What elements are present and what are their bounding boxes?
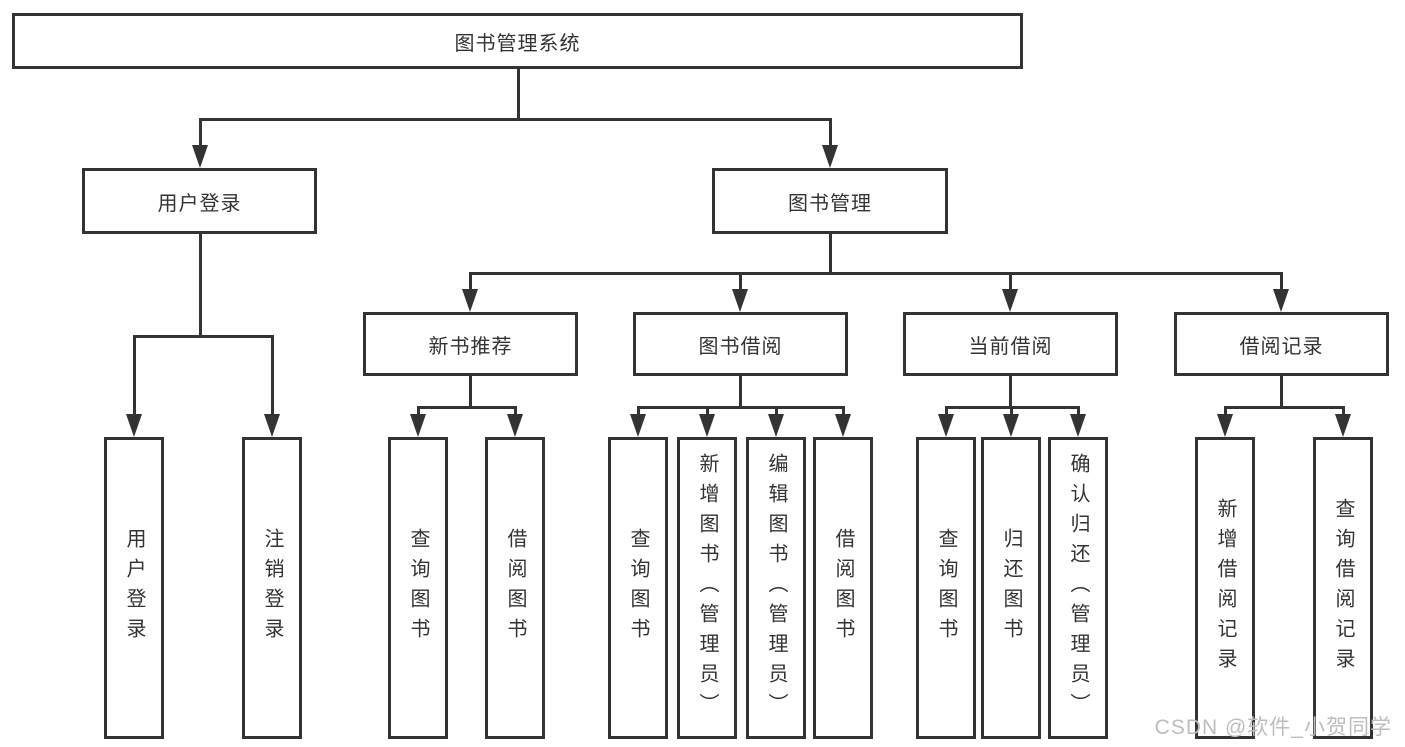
arrow-down-icon <box>192 145 208 168</box>
connector-hline <box>199 118 832 121</box>
connector-arrow-stem <box>829 118 832 150</box>
leaf-query-borrow-record-label: 查询借阅记录 <box>1332 498 1354 678</box>
node-new-book-recommend-label: 新书推荐 <box>428 335 513 358</box>
connector-arrow-stem <box>1077 406 1080 419</box>
leaf-logout: 注销登录 <box>242 437 302 739</box>
leaf-add-borrow-record-label: 新增借阅记录 <box>1214 498 1236 678</box>
arrow-down-icon <box>835 414 851 437</box>
leaf-return-books: 归还图书 <box>981 437 1041 739</box>
arrow-down-icon <box>507 414 523 437</box>
connector-arrow-stem <box>706 406 709 419</box>
leaf-query-books-1-label: 查询图书 <box>407 528 429 648</box>
connector-hline <box>1224 406 1345 409</box>
arrow-down-icon <box>1273 289 1289 312</box>
arrow-down-icon <box>264 414 280 437</box>
connector-arrow-stem <box>199 118 202 150</box>
node-book-management-label: 图书管理 <box>788 192 872 215</box>
node-borrow-records-label: 借阅记录 <box>1239 335 1324 358</box>
connector-arrow-stem <box>133 335 136 419</box>
connector-arrow-stem <box>1009 272 1012 294</box>
connector-arrow-stem <box>775 406 778 419</box>
connector-vline <box>1280 374 1283 409</box>
arrow-down-icon <box>732 289 748 312</box>
leaf-query-books-3: 查询图书 <box>916 437 976 739</box>
connector-arrow-stem <box>842 406 845 419</box>
connector-vline <box>829 232 832 275</box>
node-root-label: 图书管理系统 <box>454 32 581 55</box>
node-book-management: 图书管理 <box>712 168 948 234</box>
arrow-down-icon <box>699 414 715 437</box>
connector-arrow-stem <box>1342 406 1345 419</box>
leaf-edit-book-admin: 编辑图书（管理员） <box>746 437 806 739</box>
leaf-return-books-label: 归还图书 <box>1000 528 1022 648</box>
arrow-down-icon <box>1070 414 1086 437</box>
node-book-borrow: 图书借阅 <box>633 312 848 376</box>
arrow-down-icon <box>462 289 478 312</box>
arrow-down-icon <box>1335 414 1351 437</box>
node-current-borrow: 当前借阅 <box>903 312 1118 376</box>
connector-vline <box>517 67 520 121</box>
connector-vline <box>469 374 472 409</box>
connector-vline <box>1009 374 1012 409</box>
connector-hline <box>637 406 845 409</box>
leaf-borrow-books-1-label: 借阅图书 <box>504 528 526 648</box>
connector-arrow-stem <box>271 335 274 419</box>
connector-vline <box>199 232 202 338</box>
leaf-confirm-return-admin-label: 确认归还（管理员） <box>1067 453 1089 723</box>
leaf-logout-label: 注销登录 <box>261 528 283 648</box>
node-book-borrow-label: 图书借阅 <box>698 335 783 358</box>
leaf-query-books-2: 查询图书 <box>608 437 668 739</box>
arrow-down-icon <box>410 414 426 437</box>
leaf-borrow-books-1: 借阅图书 <box>485 437 545 739</box>
connector-hline <box>469 272 1283 275</box>
watermark: CSDN @软件_小贺同学 <box>1154 716 1392 739</box>
node-current-borrow-label: 当前借阅 <box>968 335 1053 358</box>
node-user-login-label: 用户登录 <box>157 192 242 215</box>
arrow-down-icon <box>822 145 838 168</box>
connector-arrow-stem <box>417 406 420 419</box>
arrow-down-icon <box>126 414 142 437</box>
leaf-edit-book-admin-label: 编辑图书（管理员） <box>765 453 787 723</box>
connector-arrow-stem <box>1010 406 1013 419</box>
arrow-down-icon <box>630 414 646 437</box>
connector-arrow-stem <box>739 272 742 294</box>
leaf-add-book-admin: 新增图书（管理员） <box>677 437 737 739</box>
connector-arrow-stem <box>469 272 472 294</box>
arrow-down-icon <box>1003 414 1019 437</box>
node-borrow-records: 借阅记录 <box>1174 312 1389 376</box>
arrow-down-icon <box>768 414 784 437</box>
leaf-query-books-1: 查询图书 <box>388 437 448 739</box>
connector-arrow-stem <box>1224 406 1227 419</box>
connector-arrow-stem <box>945 406 948 419</box>
arrow-down-icon <box>938 414 954 437</box>
arrow-down-icon <box>1217 414 1233 437</box>
leaf-user-login: 用户登录 <box>104 437 164 739</box>
arrow-down-icon <box>1002 289 1018 312</box>
leaf-query-borrow-record: 查询借阅记录 <box>1313 437 1373 739</box>
node-new-book-recommend: 新书推荐 <box>363 312 578 376</box>
connector-hline <box>133 335 274 338</box>
node-root: 图书管理系统 <box>12 13 1023 69</box>
node-user-login: 用户登录 <box>82 168 317 234</box>
connector-arrow-stem <box>1280 272 1283 294</box>
connector-vline <box>739 374 742 409</box>
connector-arrow-stem <box>514 406 517 419</box>
leaf-borrow-books-2-label: 借阅图书 <box>832 528 854 648</box>
leaf-borrow-books-2: 借阅图书 <box>813 437 873 739</box>
leaf-query-books-2-label: 查询图书 <box>627 528 649 648</box>
leaf-query-books-3-label: 查询图书 <box>935 528 957 648</box>
connector-hline <box>417 406 517 409</box>
leaf-add-borrow-record: 新增借阅记录 <box>1195 437 1255 739</box>
leaf-confirm-return-admin: 确认归还（管理员） <box>1048 437 1108 739</box>
leaf-user-login-label: 用户登录 <box>123 528 145 648</box>
connector-arrow-stem <box>637 406 640 419</box>
leaf-add-book-admin-label: 新增图书（管理员） <box>696 453 718 723</box>
